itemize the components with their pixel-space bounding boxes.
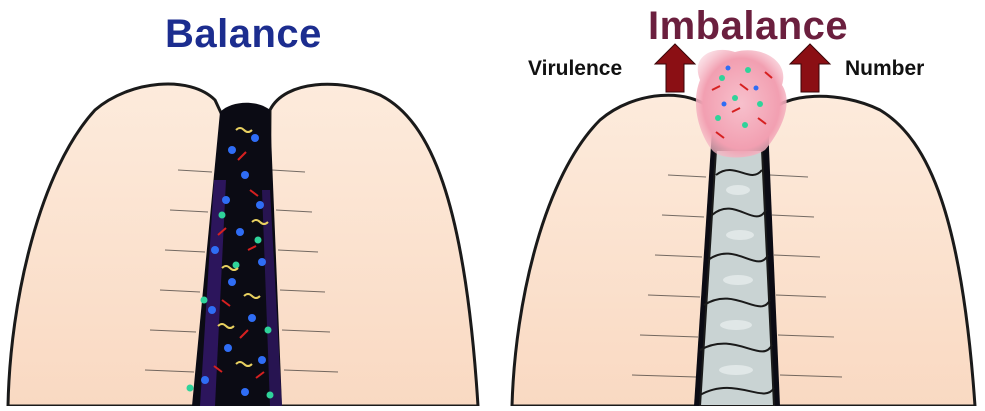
left-gum-lobe-1 bbox=[8, 84, 222, 406]
right-gum-lobe-2 bbox=[762, 96, 975, 406]
virulence-label: Virulence bbox=[528, 58, 622, 79]
balance-panel bbox=[8, 84, 478, 406]
left-gum-lobe-2 bbox=[268, 84, 478, 406]
imbalance-title: Imbalance bbox=[648, 6, 848, 46]
right-gum-lobe-1 bbox=[512, 95, 718, 406]
up-arrow-icon bbox=[790, 44, 830, 92]
number-label: Number bbox=[845, 58, 924, 79]
up-arrow-icon bbox=[655, 44, 695, 92]
balance-title: Balance bbox=[165, 14, 322, 54]
imbalance-panel bbox=[512, 44, 975, 406]
